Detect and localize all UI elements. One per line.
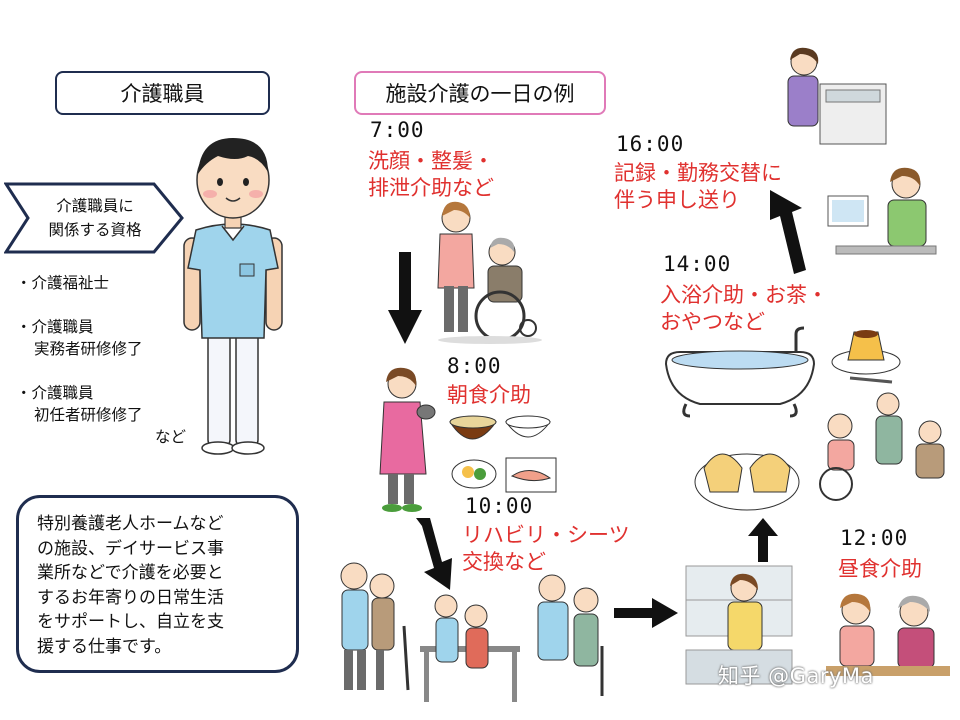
computer-record-illustration: [827, 167, 937, 255]
document-copy-illustration: [787, 47, 887, 145]
qualifications-tag: 介護職員に 関係する資格: [4, 182, 186, 254]
daily-example-title-box: 施設介護の一日の例: [354, 71, 606, 115]
time-1000: 10:00: [465, 494, 534, 518]
etc-label: など: [154, 428, 186, 446]
time-1600: 16:00: [616, 132, 685, 156]
qualification-item: ・介護職員 初任者研修修了 など: [16, 382, 196, 448]
time-0700: 7:00: [370, 118, 425, 142]
arrow-right-icon: [614, 598, 678, 628]
arrow-up-icon: [748, 518, 778, 562]
pudding-illustration: [831, 330, 901, 384]
cupcakes-illustration: [694, 453, 800, 511]
activity-1000: リハビリ・シーツ 交換など: [462, 523, 630, 574]
activity-1600: 記録・勤務交替に 伴う申し送り: [614, 161, 782, 212]
rehabilitation-illustration: [340, 562, 604, 702]
qualifications-tag-text: 介護職員に 関係する資格: [48, 197, 142, 239]
activity-1200: 昼食介助: [838, 557, 922, 581]
daily-example-title: 施設介護の一日の例: [385, 82, 575, 106]
bathtub-illustration: [664, 326, 816, 418]
job-description-box: 特別養護老人ホームなど の施設、デイサービス事 業所などで介護を必要と するお年…: [16, 495, 299, 673]
lunch-assist-illustration: [826, 593, 950, 676]
qualification-item: ・介護職員 実務者研修修了: [16, 318, 143, 358]
time-1200: 12:00: [840, 526, 909, 550]
watermark-text: 知乎 @GaryMa: [718, 664, 874, 688]
activity-0700: 洗顔・整髪・ 排泄介助など: [368, 149, 494, 200]
time-0800: 8:00: [447, 354, 502, 378]
meal-assist-caregiver-illustration: [379, 367, 436, 512]
staff-title: 介護職員: [120, 82, 205, 106]
care-worker-illustration: [183, 138, 283, 455]
arrow-down-icon: [388, 252, 422, 344]
time-1400: 14:00: [663, 252, 732, 276]
arrow-up-icon: [770, 190, 806, 274]
kitchen-illustration: [685, 565, 793, 685]
staff-title-box: 介護職員: [55, 71, 270, 115]
wheelchair-assist-illustration: [437, 201, 542, 344]
tag-shape: [4, 182, 184, 254]
qualifications-list: ・介護福祉士 ・介護職員 実務者研修修了 ・介護職員 初任者研修修了 など: [16, 272, 196, 470]
qualification-item: ・介護福祉士: [16, 274, 110, 292]
breakfast-meal-illustration: [449, 415, 557, 493]
elderly-group-illustration: [819, 392, 945, 501]
activity-0800: 朝食介助: [447, 383, 531, 407]
arrow-down-icon: [416, 518, 452, 590]
activity-1400: 入浴介助・お茶・ おやつなど: [660, 283, 828, 334]
